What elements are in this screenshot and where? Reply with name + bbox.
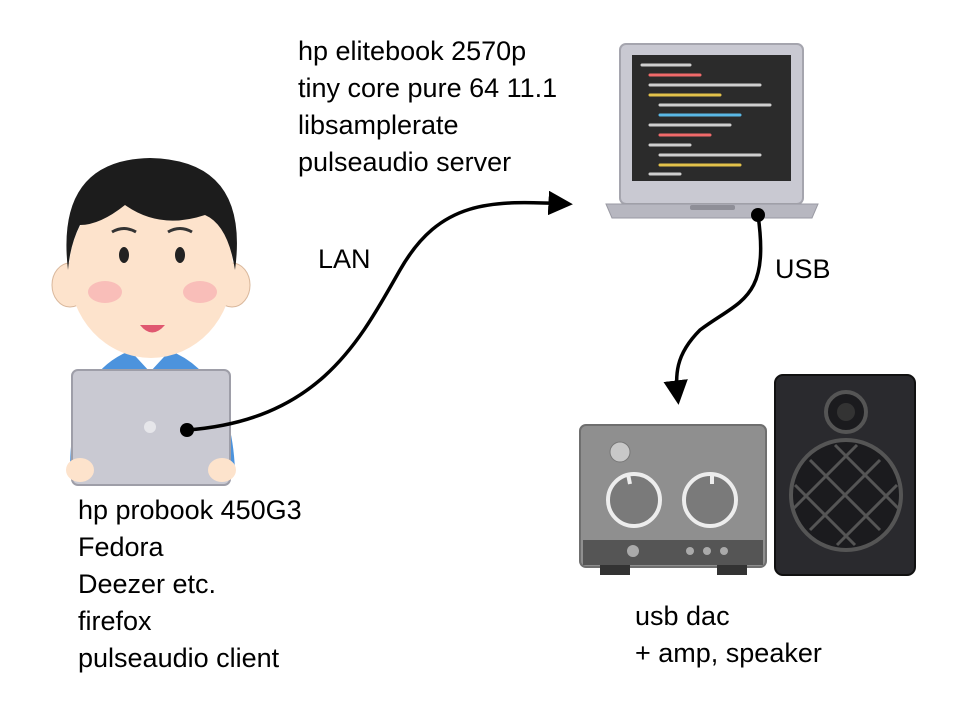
client-label-line: Deezer etc. [78, 569, 217, 599]
audio-label-line: + amp, speaker [635, 638, 822, 668]
server-label-line: hp elitebook 2570p [298, 36, 527, 66]
client-label-line: pulseaudio client [78, 643, 280, 673]
lan-connector [180, 190, 573, 437]
server-laptop-illustration [605, 43, 819, 219]
knob-left-icon [606, 472, 662, 528]
client-label-line: firefox [78, 606, 152, 636]
audio-label: usb dac + amp, speaker [635, 598, 822, 672]
client-label: hp probook 450G3 Fedora Deezer etc. fire… [78, 492, 302, 677]
server-label: hp elitebook 2570p tiny core pure 64 11.… [298, 33, 557, 181]
speaker-illustration [774, 374, 916, 576]
face [69, 182, 233, 358]
usb-dac-amp-illustration [579, 424, 767, 575]
client-label-line: hp probook 450G3 [78, 495, 302, 525]
server-label-line: libsamplerate [298, 110, 459, 140]
server-label-line: tiny core pure 64 11.1 [298, 73, 558, 103]
code-screen-icon [640, 63, 772, 176]
server-label-line: pulseaudio server [298, 147, 512, 177]
client-label-line: Fedora [78, 532, 164, 562]
lan-label: LAN [318, 244, 371, 274]
usb-label: USB [775, 254, 831, 284]
audio-label-line: usb dac [635, 601, 730, 631]
hair [66, 158, 237, 270]
usb-connector [663, 208, 765, 405]
client-laptop-illustration [66, 369, 236, 486]
